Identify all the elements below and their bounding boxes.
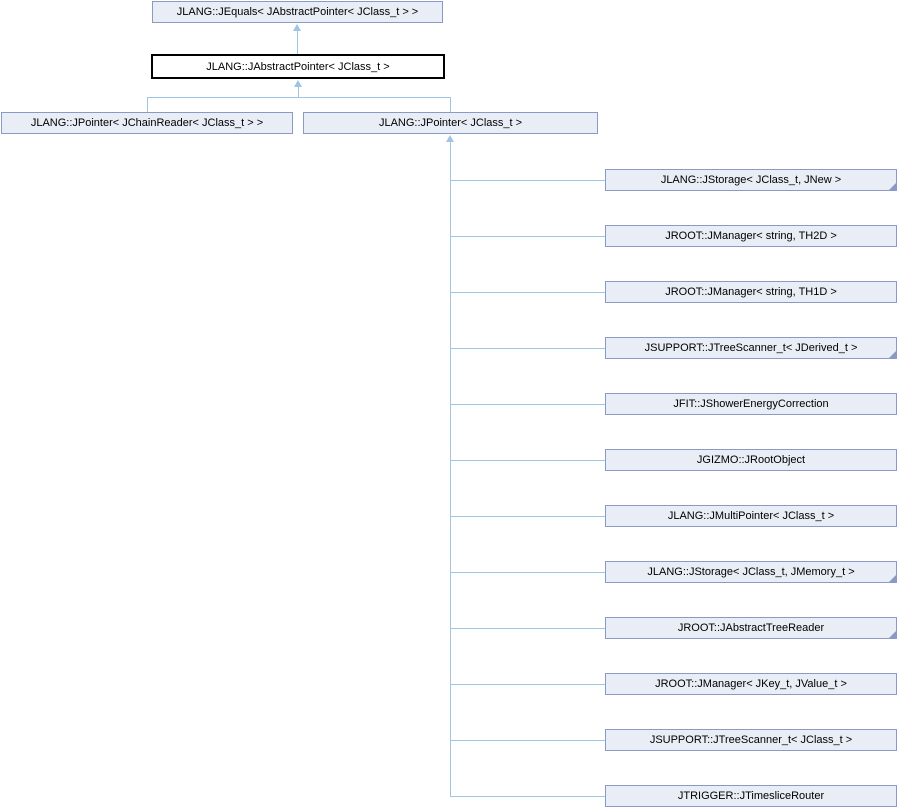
class-node-jtreescanner-jderived[interactable]: JSUPPORT::JTreeScanner_t< JDerived_t > (605, 337, 897, 359)
inheritance-arrow-icon (446, 135, 454, 142)
class-label: JROOT::JAbstractTreeReader (677, 622, 825, 634)
edge-line (298, 86, 299, 98)
class-label: JROOT::JManager< string, TH1D > (665, 286, 837, 298)
edge-line (450, 236, 605, 237)
class-label: JLANG::JPointer< JClass_t > (378, 117, 523, 129)
inheritance-arrow-icon (294, 80, 302, 87)
edge-line (450, 97, 451, 112)
class-label: JSUPPORT::JTreeScanner_t< JDerived_t > (644, 342, 858, 354)
class-node-jpointer-jchainreader[interactable]: JLANG::JPointer< JChainReader< JClass_t … (1, 112, 293, 134)
class-node-jmanager-jkey-jvalue[interactable]: JROOT::JManager< JKey_t, JValue_t > (605, 673, 897, 695)
class-label: JLANG::JStorage< JClass_t, JMemory_t > (647, 566, 855, 578)
edge-line (450, 180, 605, 181)
edge-line (450, 292, 605, 293)
class-label: JLANG::JPointer< JChainReader< JClass_t … (30, 117, 264, 129)
edge-line (450, 141, 451, 797)
class-label: JLANG::JAbstractPointer< JClass_t > (206, 60, 390, 73)
class-label: JTRIGGER::JTimesliceRouter (677, 790, 825, 802)
class-node-jtreescanner-jclass[interactable]: JSUPPORT::JTreeScanner_t< JClass_t > (605, 729, 897, 751)
class-node-jmanager-th2d[interactable]: JROOT::JManager< string, TH2D > (605, 225, 897, 247)
inheritance-arrow-icon (293, 24, 301, 31)
edge-line (450, 796, 605, 797)
class-label: JSUPPORT::JTreeScanner_t< JClass_t > (649, 734, 853, 746)
class-node-jtimeslicerouter[interactable]: JTRIGGER::JTimesliceRouter (605, 785, 897, 807)
class-label: JFIT::JShowerEnergyCorrection (673, 398, 829, 410)
edge-line (450, 348, 605, 349)
class-label: JROOT::JManager< JKey_t, JValue_t > (655, 678, 847, 690)
class-label: JLANG::JStorage< JClass_t, JNew > (660, 174, 842, 186)
edge-line (297, 30, 298, 54)
class-node-jequals[interactable]: JLANG::JEquals< JAbstractPointer< JClass… (152, 1, 443, 23)
class-node-jabstracttreereader[interactable]: JROOT::JAbstractTreeReader (605, 617, 897, 639)
class-label: JROOT::JManager< string, TH2D > (665, 230, 837, 242)
class-node-jabstractpointer-current: JLANG::JAbstractPointer< JClass_t > (151, 54, 445, 79)
fold-corner-icon (888, 182, 897, 191)
edge-line (147, 97, 451, 98)
edge-line (450, 404, 605, 405)
fold-corner-icon (888, 350, 897, 359)
edge-line (450, 460, 605, 461)
class-node-jmultipointer[interactable]: JLANG::JMultiPointer< JClass_t > (605, 505, 897, 527)
class-node-jpointer[interactable]: JLANG::JPointer< JClass_t > (303, 112, 598, 134)
fold-corner-icon (888, 574, 897, 583)
edge-line (147, 97, 148, 112)
class-label: JLANG::JMultiPointer< JClass_t > (667, 510, 835, 522)
edge-line (450, 628, 605, 629)
class-label: JGIZMO::JRootObject (696, 454, 806, 466)
edge-line (450, 740, 605, 741)
class-node-jmanager-th1d[interactable]: JROOT::JManager< string, TH1D > (605, 281, 897, 303)
edge-line (450, 516, 605, 517)
class-node-jstorage-jnew[interactable]: JLANG::JStorage< JClass_t, JNew > (605, 169, 897, 191)
class-node-jstorage-jmemory[interactable]: JLANG::JStorage< JClass_t, JMemory_t > (605, 561, 897, 583)
edge-line (450, 684, 605, 685)
class-label: JLANG::JEquals< JAbstractPointer< JClass… (176, 6, 419, 18)
class-node-jrootobject[interactable]: JGIZMO::JRootObject (605, 449, 897, 471)
edge-line (450, 572, 605, 573)
class-node-jshowerenergycorrection[interactable]: JFIT::JShowerEnergyCorrection (605, 393, 897, 415)
fold-corner-icon (888, 630, 897, 639)
